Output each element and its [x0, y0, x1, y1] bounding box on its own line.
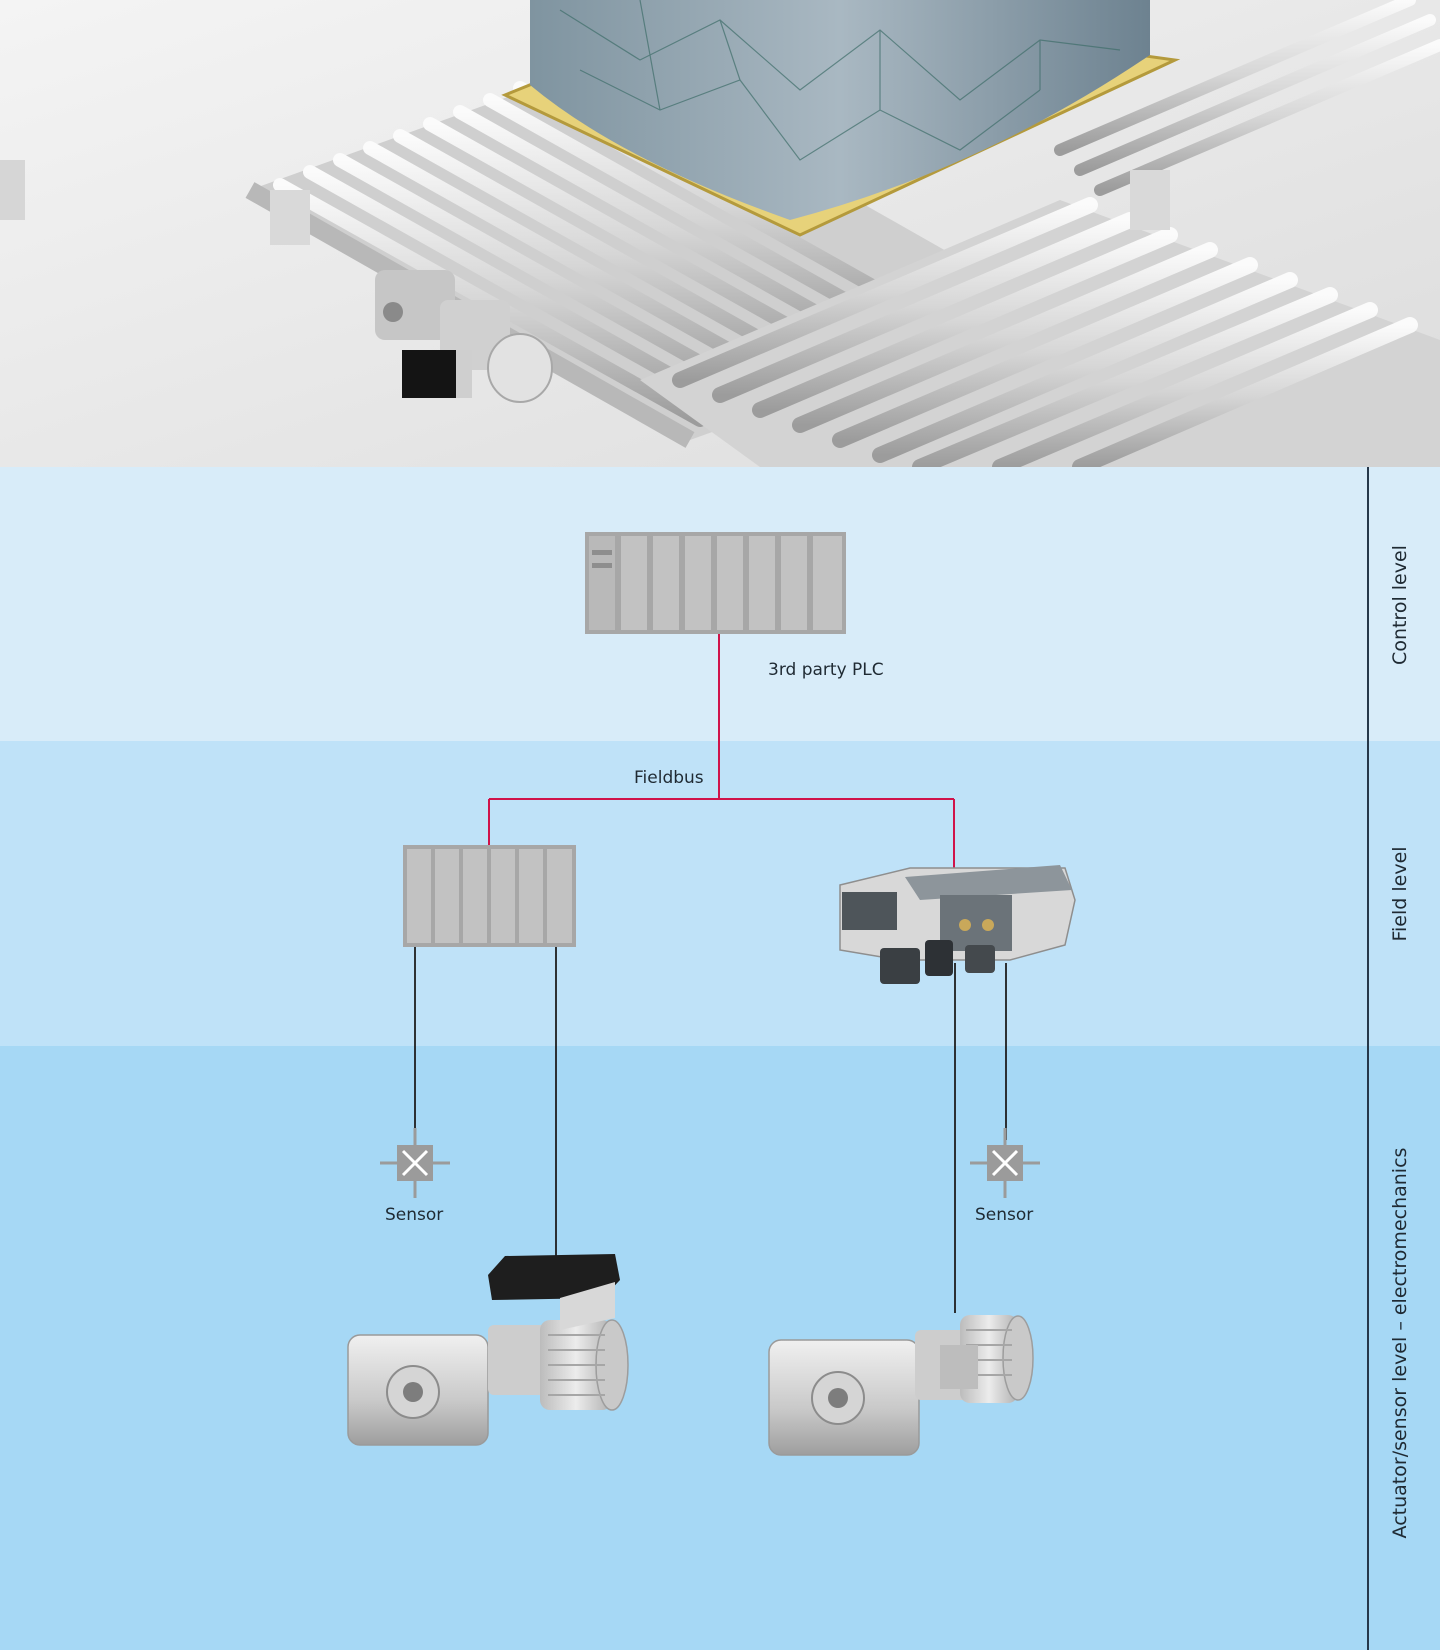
control-level-label: Control level [1389, 545, 1411, 665]
plc-rack [585, 532, 846, 634]
level-divider [1367, 467, 1369, 1650]
fieldbus-line [488, 634, 955, 876]
signal-lines [414, 947, 1007, 1313]
conveyor-illustration [0, 0, 1440, 467]
actuator-level-band [0, 1046, 1440, 1650]
sensor-left-label: Sensor [385, 1205, 444, 1225]
field-level-label: Field level [1389, 846, 1411, 942]
conveyor-drive [375, 270, 553, 403]
remote-io-module [403, 845, 576, 947]
fieldbus-label: Fieldbus [634, 768, 704, 788]
motor-starter-module [839, 865, 1076, 984]
sensor-left-icon [380, 1128, 450, 1198]
geared-motor [768, 1315, 1034, 1456]
geared-motor-with-inverter [347, 1254, 629, 1446]
sensor-right-icon [970, 1128, 1040, 1198]
actuator-level-label: Actuator/sensor level – electromechanics [1389, 1147, 1411, 1539]
plc-label: 3rd party PLC [768, 660, 884, 680]
sensor-right-label: Sensor [975, 1205, 1034, 1225]
